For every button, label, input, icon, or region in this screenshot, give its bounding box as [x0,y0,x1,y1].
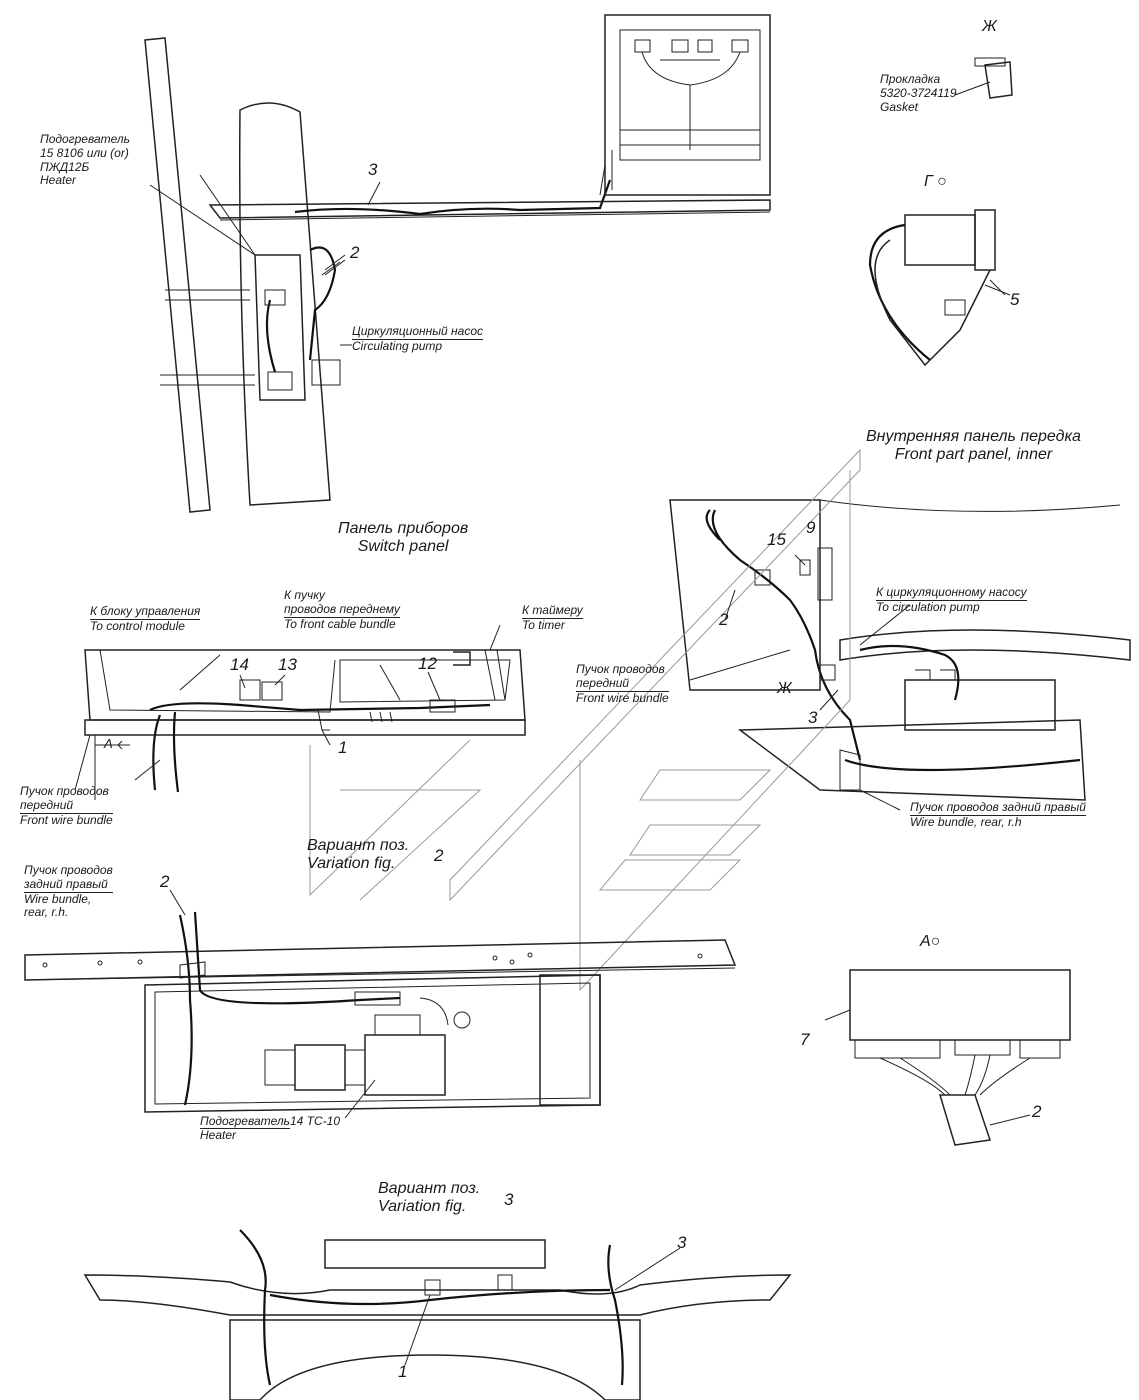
variation-2-heater-label: Подогреватель14 ТС-10 Heater [200,1114,340,1142]
callout-1-mid: 1 [338,738,348,757]
view-zh-letter: Ж [982,18,997,35]
circ-pump-label: К циркуляционному насосу To circulation … [876,585,1027,614]
callout-2-a: 2 [1032,1102,1042,1121]
switch-panel-title: Панель приборов Switch panel [338,520,469,556]
view-g-bracket [868,209,1006,367]
front-cable-label: К пучку проводов переднему To front cabl… [284,588,400,631]
watermark-logo [309,448,861,992]
heater-label-ru: Подогреватель 15 8106 или (or) ПЖД12Б He… [40,132,130,188]
rear-rh-bundle-label: Пучок проводов задний правый Wire bundle… [910,800,1086,829]
variation-2-view [24,911,737,1113]
arrow-a-letter: А [104,736,113,751]
variation-3-number: 3 [504,1190,514,1209]
callout-12: 12 [418,654,437,673]
front-panel-view [669,499,1131,801]
view-zh-gasket [954,57,1013,99]
callout-9: 9 [806,518,816,537]
callout-3-top: 3 [368,160,378,179]
callout-5: 5 [1010,290,1020,309]
front-wire-bundle-left: Пучок проводов передний Front wire bundl… [20,784,113,827]
front-panel-title: Внутренняя панель передка Front part pan… [866,428,1081,464]
control-module-label: К блоку управления To control module [90,604,201,633]
top-view-cab [144,14,771,513]
callout-3-mid: 3 [808,708,818,727]
view-g-letter: Г ○ [924,173,947,190]
callout-2-mid: 2 [719,610,729,629]
callout-1-bot: 1 [398,1362,408,1381]
marker-zh-letter: Ж [777,680,792,697]
variation-2-title: Вариант поз. Variation fig. [307,837,410,873]
view-a-letter: А○ [920,933,941,950]
variation-2-bundle-label: Пучок проводов задний правый Wire bundle… [24,863,113,920]
view-a-module [849,969,1071,1146]
callout-2-top: 2 [350,243,360,262]
callout-13: 13 [278,655,297,674]
callout-2-var: 2 [160,872,170,891]
variation-3-title: Вариант поз. Variation fig. [378,1180,481,1216]
front-wire-bundle-right: Пучок проводов передний Front wire bundl… [576,662,669,705]
callout-7: 7 [800,1030,810,1049]
callout-14: 14 [230,655,249,674]
gasket-label: Прокладка 5320-3724119 Gasket [880,72,957,114]
variation-2-number: 2 [434,846,444,865]
variation-3-view [83,1229,792,1400]
switch-panel-view [74,649,526,800]
callout-3-bot: 3 [677,1233,687,1252]
leader-lines [134,181,1031,1366]
callout-15: 15 [767,530,786,549]
pump-label: Циркуляционный насос Circulating pump [352,324,483,353]
timer-label: К таймеру To timer [522,603,583,632]
